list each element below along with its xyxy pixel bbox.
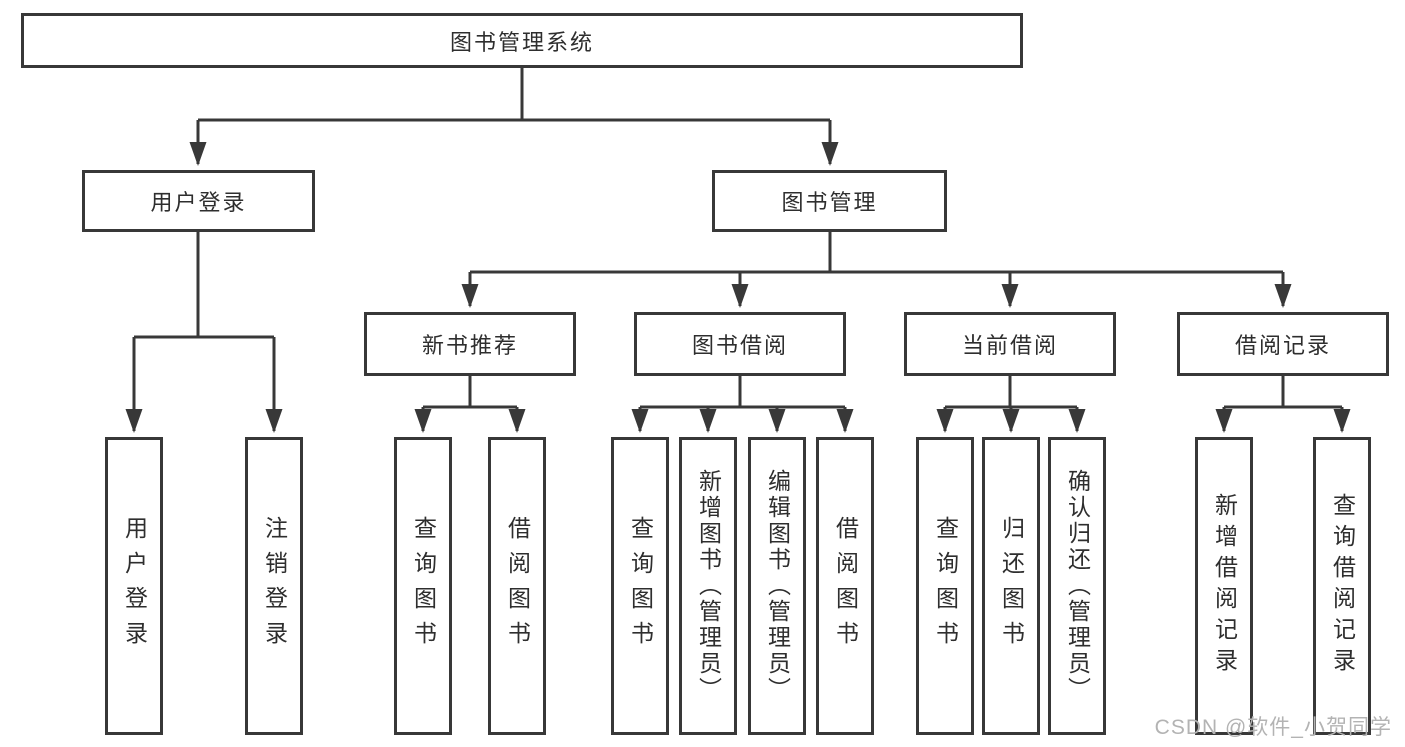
node-book-management: 图书管理 (712, 170, 947, 232)
leaf-logout: 注销登录 (245, 437, 303, 735)
leaf-query-books-recommend: 查询图书 (394, 437, 452, 735)
node-label: 当前借阅 (961, 333, 1058, 358)
node-label: 图书管理 (781, 190, 878, 215)
node-label: 图书管理系统 (449, 29, 594, 55)
node-current-borrowing: 当前借阅 (904, 312, 1116, 376)
leaf-return-books: 归还图书 (982, 437, 1040, 735)
node-label: 用户登录 (150, 190, 247, 215)
leaf-query-books-current: 查询图书 (916, 437, 974, 735)
leaf-edit-books-admin: 编辑图书（管理员） (748, 437, 806, 735)
node-label: 新书推荐 (421, 333, 518, 358)
leaf-query-borrow-record: 查询借阅记录 (1313, 437, 1371, 735)
node-borrowing-records: 借阅记录 (1177, 312, 1389, 376)
node-book-borrowing: 图书借阅 (634, 312, 846, 376)
node-user-login: 用户登录 (82, 170, 315, 232)
leaf-add-books-admin: 新增图书（管理员） (679, 437, 737, 735)
leaf-add-borrow-record: 新增借阅记录 (1195, 437, 1253, 735)
node-new-book-recommendation: 新书推荐 (364, 312, 576, 376)
node-label: 借阅记录 (1234, 333, 1331, 358)
node-library-management-system: 图书管理系统 (21, 13, 1023, 68)
leaf-borrow-books-recommend: 借阅图书 (488, 437, 546, 735)
leaf-query-books-borrow: 查询图书 (611, 437, 669, 735)
csdn-watermark: CSDN @软件_小贺同学 (1154, 716, 1392, 739)
node-label: 图书借阅 (691, 333, 788, 358)
leaf-confirm-return-admin: 确认归还（管理员） (1048, 437, 1106, 735)
leaf-borrow-books: 借阅图书 (816, 437, 874, 735)
leaf-user-login: 用户登录 (105, 437, 163, 735)
